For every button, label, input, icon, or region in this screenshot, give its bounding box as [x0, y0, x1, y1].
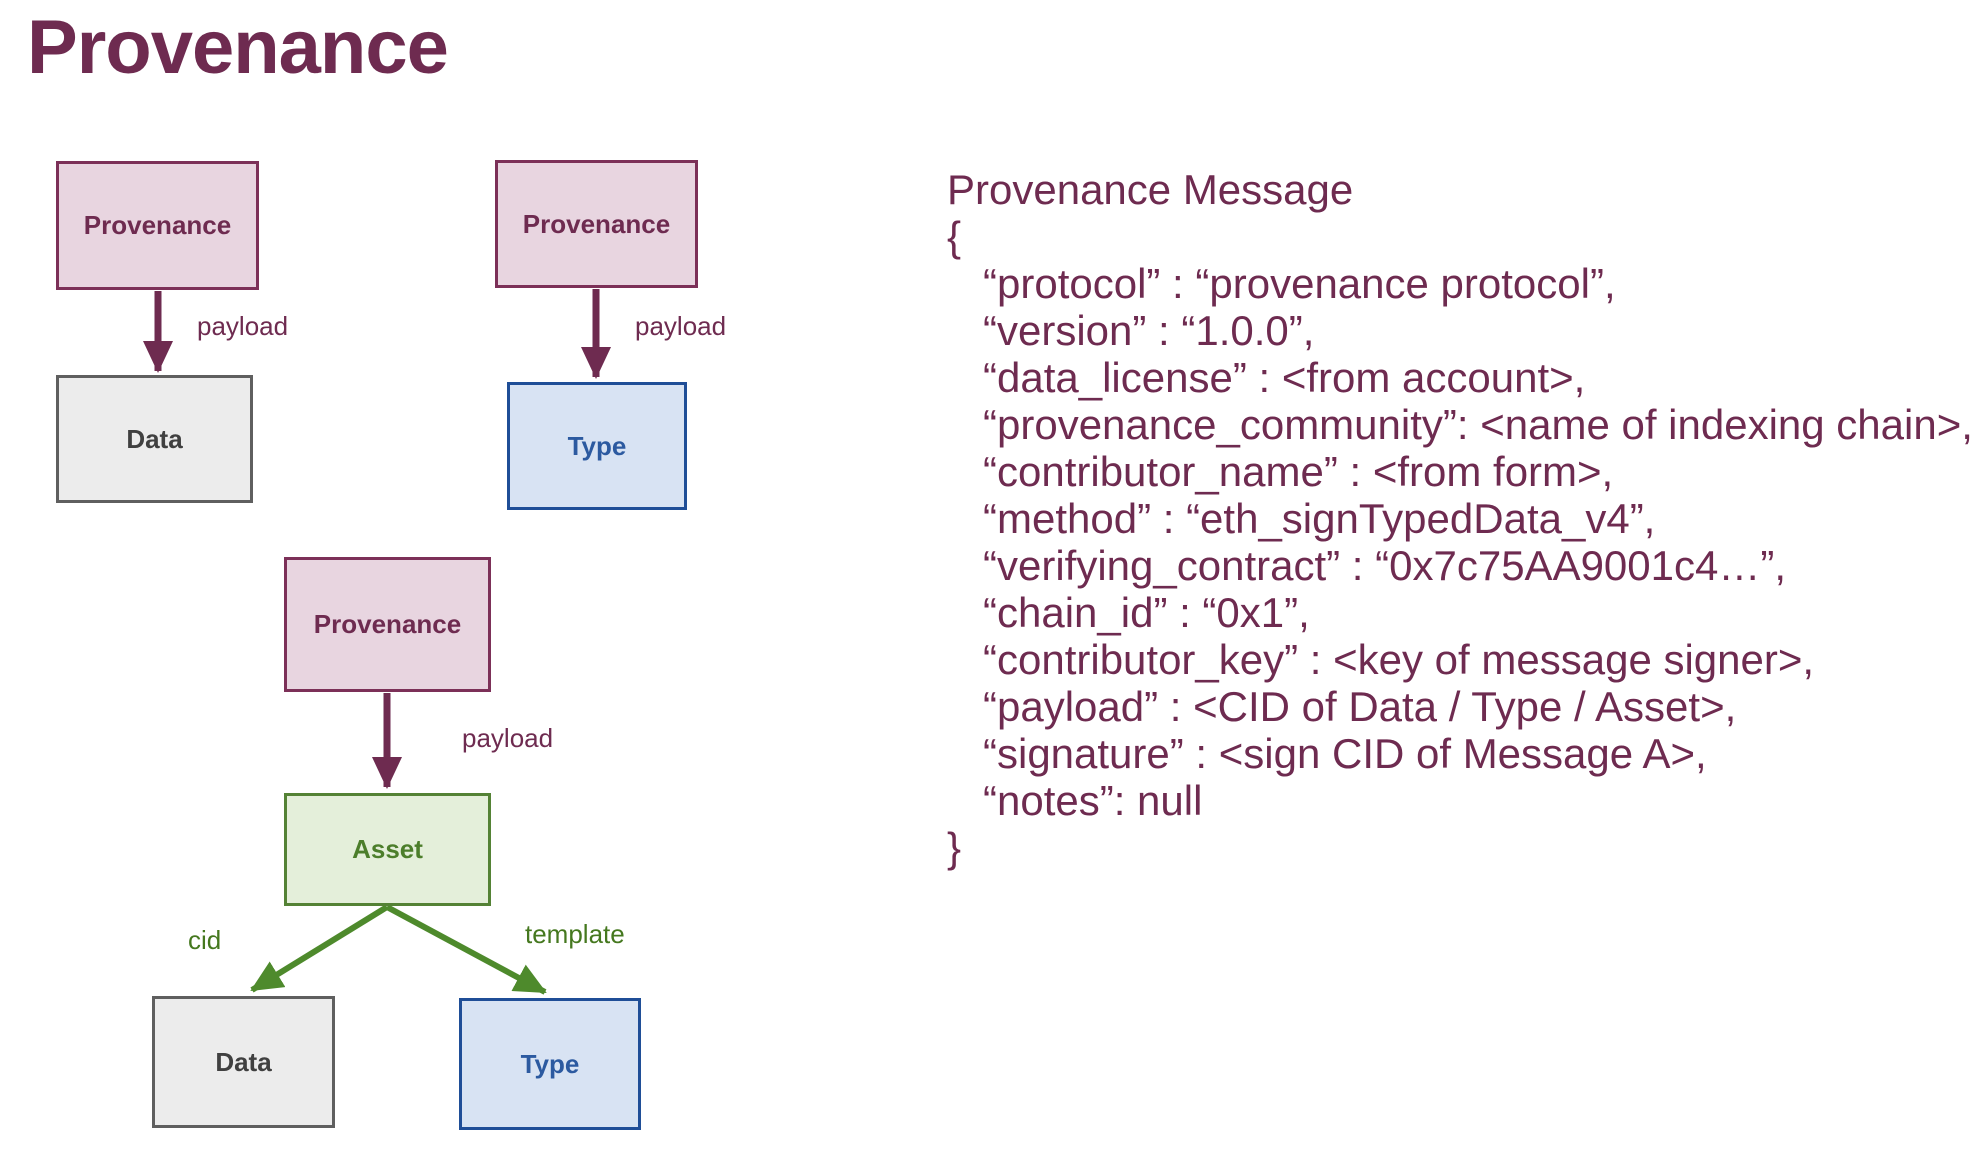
node-label: Provenance	[522, 208, 671, 239]
provenance-message-block: Provenance Message { “protocol” : “prove…	[947, 166, 1982, 871]
node-provenance-2: Provenance	[495, 160, 698, 288]
message-line: “version” : “1.0.0”,	[983, 307, 1315, 354]
message-line: “signature” : <sign CID of Message A>,	[983, 730, 1707, 777]
node-label: Type	[520, 1048, 580, 1079]
edge-label-cid: cid	[188, 925, 222, 955]
node-type-2: Type	[459, 998, 641, 1130]
message-open-brace: {	[947, 213, 962, 260]
edge-cid-arrow	[250, 904, 389, 993]
node-label: Type	[567, 430, 627, 461]
node-asset: Asset	[284, 793, 491, 906]
message-header: Provenance Message	[947, 166, 1354, 213]
message-line: “chain_id” : “0x1”,	[983, 589, 1310, 636]
edge-label-payload-2: payload	[635, 311, 727, 341]
node-data-2: Data	[152, 996, 335, 1128]
edge-label-payload-1: payload	[197, 311, 289, 341]
node-label: Provenance	[83, 210, 232, 240]
message-line: “contributor_name” : <from form>,	[983, 448, 1614, 495]
message-line: “provenance_community”: <name of indexin…	[983, 401, 1973, 448]
node-label: Data	[215, 1046, 272, 1077]
node-provenance-3: Provenance	[284, 557, 491, 692]
message-line: “verifying_contract” : “0x7c75AA9001c4…”…	[983, 542, 1787, 589]
message-line: “contributor_key” : <key of message sign…	[983, 636, 1815, 683]
message-line: “payload” : <CID of Data / Type / Asset>…	[983, 683, 1737, 730]
edge-label-payload-3: payload	[462, 723, 554, 753]
node-label: Data	[126, 423, 183, 454]
page-title: Provenance	[27, 5, 449, 90]
message-line: “data_license” : <from account>,	[983, 354, 1586, 401]
node-provenance-1: Provenance	[56, 161, 259, 290]
message-line: “protocol” : “provenance protocol”,	[983, 260, 1616, 307]
node-data-1: Data	[56, 375, 253, 503]
message-line: “method” : “eth_signTypedData_v4”,	[983, 495, 1656, 542]
message-line: “notes”: null	[983, 777, 1203, 824]
node-label: Provenance	[313, 609, 462, 639]
edge-label-template: template	[525, 919, 625, 949]
node-label: Asset	[352, 834, 423, 864]
node-type-1: Type	[507, 382, 687, 510]
message-close-brace: }	[947, 824, 962, 871]
edge-template-arrow	[385, 904, 547, 995]
